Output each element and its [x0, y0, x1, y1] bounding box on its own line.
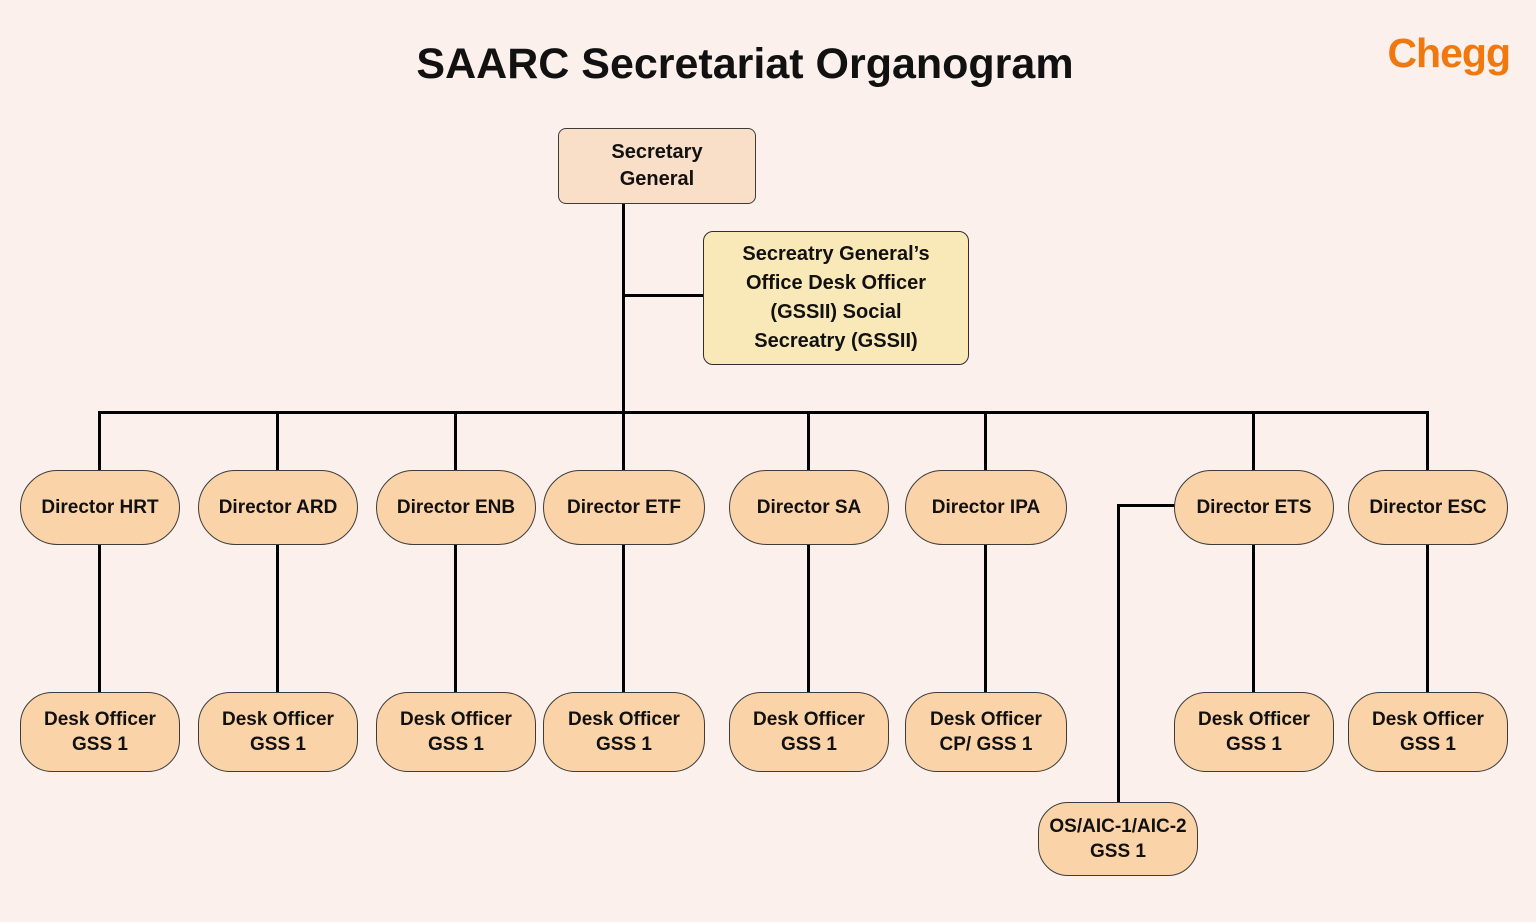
node-desk-officer-ipa: Desk Officer CP/ GSS 1	[905, 692, 1067, 772]
connector-drop-enb	[454, 545, 457, 692]
connector-drop-esc	[1426, 545, 1429, 692]
node-director-sa: Director SA	[729, 470, 889, 545]
connector-stub-sa	[807, 411, 810, 470]
node-desk-officer-enb: Desk Officer GSS 1	[376, 692, 536, 772]
node-director-ard: Director ARD	[198, 470, 358, 545]
connector-ets-branch-vertical	[1117, 504, 1120, 802]
connector-stub-ard	[276, 411, 279, 470]
connector-drop-etf	[622, 545, 625, 692]
connector-drop-ard	[276, 545, 279, 692]
connector-main-horizontal	[98, 411, 1429, 414]
connector-ets-branch-horizontal	[1117, 504, 1175, 507]
connector-drop-ipa	[984, 545, 987, 692]
connector-drop-sa	[807, 545, 810, 692]
node-secretary-general: Secretary General	[558, 128, 756, 204]
node-desk-officer-ets: Desk Officer GSS 1	[1174, 692, 1334, 772]
chegg-logo: Chegg	[1387, 30, 1511, 76]
connector-stub-hrt	[98, 411, 101, 470]
node-desk-officer-esc: Desk Officer GSS 1	[1348, 692, 1508, 772]
node-sg-office: Secreatry General’s Office Desk Officer …	[703, 231, 969, 365]
node-desk-officer-sa: Desk Officer GSS 1	[729, 692, 889, 772]
node-director-etf: Director ETF	[543, 470, 705, 545]
node-director-esc: Director ESC	[1348, 470, 1508, 545]
connector-drop-ets	[1252, 545, 1255, 692]
connector-office-branch	[625, 294, 703, 297]
connector-stub-enb	[454, 411, 457, 470]
node-desk-officer-hrt: Desk Officer GSS 1	[20, 692, 180, 772]
connector-stub-ets	[1252, 411, 1255, 470]
page-title: SAARC Secretariat Organogram	[416, 40, 1074, 88]
node-os-aic: OS/AIC-1/AIC-2 GSS 1	[1038, 802, 1198, 876]
node-director-enb: Director ENB	[376, 470, 536, 545]
connector-stub-ipa	[984, 411, 987, 470]
connector-stub-esc	[1426, 411, 1429, 470]
node-desk-officer-ard: Desk Officer GSS 1	[198, 692, 358, 772]
connector-drop-hrt	[98, 545, 101, 692]
node-director-ets: Director ETS	[1174, 470, 1334, 545]
node-desk-officer-etf: Desk Officer GSS 1	[543, 692, 705, 772]
node-director-ipa: Director IPA	[905, 470, 1067, 545]
node-director-hrt: Director HRT	[20, 470, 180, 545]
connector-sg-vertical	[622, 203, 625, 470]
